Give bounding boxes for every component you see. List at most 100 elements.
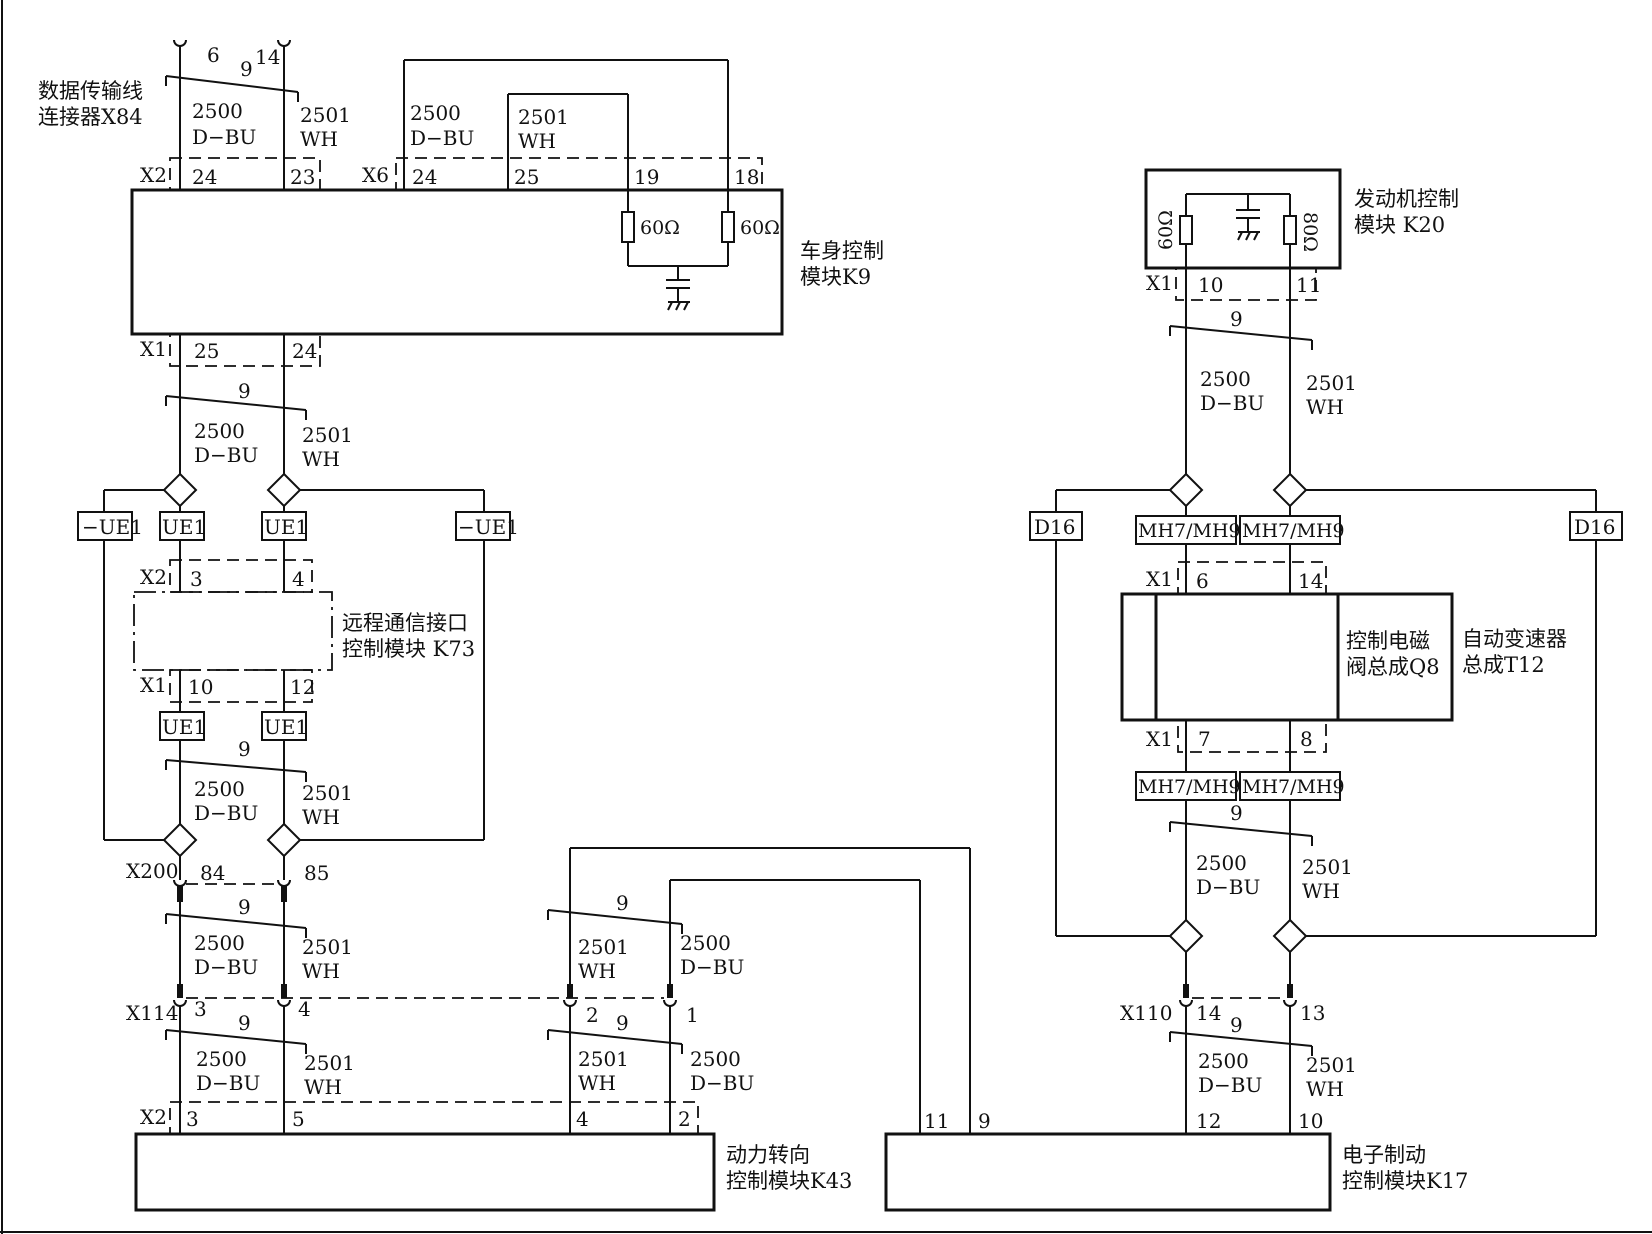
t12-label-line1: 自动变速器 [1462,627,1567,651]
k43-box [134,1132,716,1212]
x114-pin-3: 3 [194,997,207,1021]
wire-bu-color: D−BU [680,955,744,979]
splice-diamond [1272,472,1308,508]
wire-wh-num: 2501 [304,1051,355,1075]
twist-label: 9 [238,895,251,919]
wire-wh-num: 2501 [1306,1053,1357,1077]
option-ue1: UE1 [162,515,206,539]
option-box [159,511,205,541]
twist-label: 9 [1230,1013,1243,1037]
option-ue1: UE1 [162,715,206,739]
k20-module: 60Ω 80Ω 发动机控制 模块 K20 X1 10 11 [1144,168,1459,301]
k9-x6-pin-18: 18 [734,165,759,189]
wire-wh-num: 2501 [300,103,351,127]
option-mh: MH7/MH9 [1138,520,1241,542]
k73-pin-12: 12 [290,675,315,699]
k20-x1-label: X1 [1146,271,1173,295]
option-mh: MH7/MH9 [1242,776,1345,798]
x114-connector: X114 3 4 2 1 [126,997,699,1027]
k73-pin-4: 4 [292,567,305,591]
k9-resistor-2 [721,211,735,243]
wire-bu-color: D−BU [192,125,256,149]
twist-label: 9 [238,737,251,761]
k43-label-line1: 动力转向 [726,1143,810,1167]
k73-x1-label: X1 [140,673,167,697]
k73-pin-10: 10 [188,675,213,699]
x200-to-x114-wiring: 9 2500 D−BU 2501 WH [165,895,353,998]
k43-pin-5: 5 [292,1107,305,1131]
wire-wh-color: WH [302,447,340,471]
k73-label-line1: 远程通信接口 [342,611,468,635]
wire-bu-num: 2500 [194,419,245,443]
wire-bu-num: 2500 [1198,1049,1249,1073]
twist-label: 9 [240,57,253,81]
wire-wh-color: WH [1306,395,1344,419]
wire-wh-color: WH [1306,1077,1344,1101]
option-ue1: UE1 [264,515,308,539]
k9-label-line1: 车身控制 [800,239,884,263]
t12-pin-7: 7 [1198,727,1211,751]
wire-wh-color: WH [302,959,340,983]
k9-label-line2: 模块K9 [800,265,871,289]
wire-bu-color: D−BU [194,801,258,825]
splice-diamond [162,822,198,858]
wire-wh-num: 2501 [578,1047,629,1071]
option-box [1029,511,1083,541]
x114-pin-1: 1 [686,1003,699,1027]
t12-to-x110-wiring: MH7/MH9 MH7/MH9 9 2500 D−BU 2501 WH [1056,720,1596,984]
x84-pin-6: 6 [207,43,220,67]
k73-label-line2: 控制模块 K73 [342,637,475,661]
k9-x6-wh-num: 2501 [518,105,569,129]
wire-bu-num: 2500 [194,777,245,801]
k9-x1-label: X1 [140,337,167,361]
option-mh: MH7/MH9 [1138,776,1241,798]
x200-pin-84: 84 [200,861,225,885]
wire-bu-num: 2500 [196,1047,247,1071]
k73-pin-3: 3 [190,567,203,591]
k9-x2-pin-24: 24 [192,165,217,189]
wire-wh-color: WH [578,959,616,983]
option-box [261,711,307,741]
t12-module: X1 6 14 控制电磁 阀总成Q8 自动变速器 总成T12 X1 7 8 [1120,561,1567,753]
k9-box [130,188,784,336]
twist-label: 9 [238,379,251,403]
wire-bu-color: D−BU [194,955,258,979]
option-no-ue1: −UE1 [458,515,519,539]
wire-wh-num: 2501 [302,423,353,447]
x110-to-k17-wiring: 9 2500 D−BU 2501 WH [1169,1006,1357,1134]
t12-pin-6: 6 [1196,569,1209,593]
wire-bu-num: 2500 [1200,367,1251,391]
x200-connector: X200 84 85 [126,859,329,902]
t12-x1-label: X1 [1146,567,1173,591]
k20-resistor-2 [1283,215,1297,245]
option-box [1135,515,1237,545]
splice-diamond [266,822,302,858]
twist-label: 9 [238,1011,251,1035]
wire-wh-color: WH [578,1071,616,1095]
twist-label: 9 [1230,801,1243,825]
t12-pin-8: 8 [1300,727,1313,751]
k20-label-line2: 模块 K20 [1354,213,1445,237]
k43-pin-4: 4 [576,1107,589,1131]
x110-label: X110 [1120,1001,1172,1025]
x110-connector: X110 14 13 [1120,984,1325,1025]
k9-resistor-1-value: 60Ω [640,217,680,239]
option-d16: D16 [1574,515,1615,539]
x110-pin-13: 13 [1300,1001,1325,1025]
k17-module: 11 9 12 10 电子制动 控制模块K17 [884,1109,1468,1212]
option-box [1239,771,1341,801]
twist-label: 9 [616,891,629,915]
k9-module: X2 24 23 2500 D−BU 2501 WH X6 24 25 19 1… [130,59,884,367]
wire-bu-color: D−BU [1196,875,1260,899]
x84-label-line1: 数据传输线 [38,79,143,103]
option-mh: MH7/MH9 [1242,520,1345,542]
wire-wh-color: WH [304,1075,342,1099]
k43-pin-2: 2 [678,1107,691,1131]
k17-pin-10: 10 [1298,1109,1323,1133]
wire-bu-color: D−BU [1200,391,1264,415]
t12-pin-14: 14 [1298,569,1323,593]
k43-module: X2 3 5 4 2 动力转向 控制模块K43 [134,1101,852,1212]
option-box [1239,515,1341,545]
k9-resistor-1 [621,211,635,243]
k43-pin-3: 3 [186,1107,199,1131]
